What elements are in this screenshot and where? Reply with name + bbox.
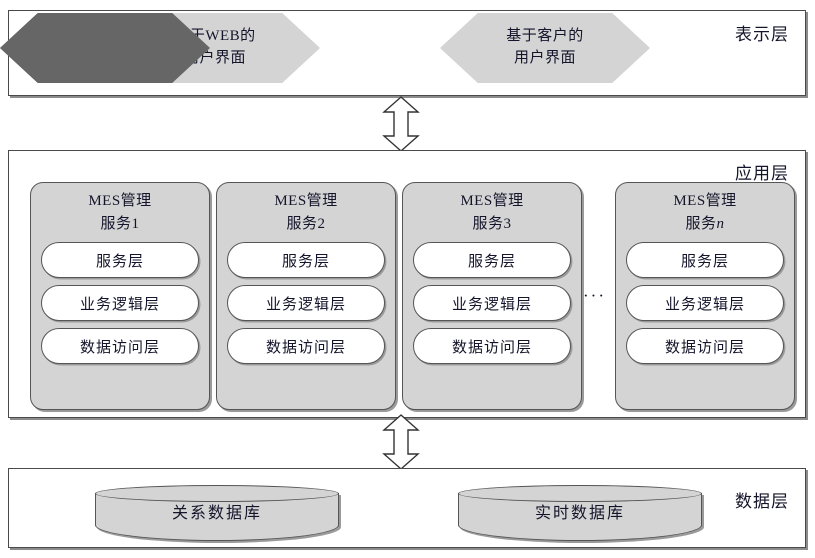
service-title-index-1: 1 <box>131 215 140 232</box>
service-card-title-1: MES管理 服务1 <box>31 190 209 235</box>
sublayer-data-access-2[interactable]: 数据访问层 <box>227 328 385 364</box>
double-arrow-svg-bottom <box>382 414 420 470</box>
service-title-index-2: 2 <box>317 215 326 232</box>
sublayer-service-n[interactable]: 服务层 <box>626 242 784 278</box>
sublayer-service-2[interactable]: 服务层 <box>227 242 385 278</box>
service-title-line1-2: MES管理 <box>274 193 338 209</box>
client-ui-line2: 用户界面 <box>513 50 576 66</box>
service-card-mes-3[interactable]: MES管理 服务3 服务层 业务逻辑层 数据访问层 <box>402 182 582 410</box>
service-title-line1-n: MES管理 <box>673 193 737 209</box>
sublayer-business-logic-1[interactable]: 业务逻辑层 <box>41 285 199 321</box>
services-ellipsis: ··· <box>583 286 606 305</box>
service-title-line1-1: MES管理 <box>88 193 152 209</box>
service-title-line2-1: 服务1 <box>31 213 209 236</box>
service-card-title-n: MES管理 服务n <box>616 190 794 235</box>
relational-db-label: 关系数据库 <box>171 505 262 522</box>
service-card-mes-2[interactable]: MES管理 服务2 服务层 业务逻辑层 数据访问层 <box>216 182 396 410</box>
sublayer-service-1[interactable]: 服务层 <box>41 242 199 278</box>
service-title-prefix-1: 服务 <box>100 215 132 232</box>
client-ui-hexagon-border <box>0 13 210 83</box>
double-arrow-svg-top <box>382 96 420 152</box>
database-cylinder-relational[interactable]: 关系数据库 <box>95 485 339 541</box>
service-card-mes-n[interactable]: MES管理 服务n 服务层 业务逻辑层 数据访问层 <box>615 182 795 410</box>
sublayer-business-logic-3[interactable]: 业务逻辑层 <box>413 285 571 321</box>
service-card-mes-1[interactable]: MES管理 服务1 服务层 业务逻辑层 数据访问层 <box>30 182 210 410</box>
service-card-title-3: MES管理 服务3 <box>403 190 581 235</box>
service-title-index-n: n <box>716 215 725 232</box>
service-title-prefix-3: 服务 <box>472 215 504 232</box>
double-headed-arrow-icon-top <box>382 96 420 152</box>
client-ui-hexagon[interactable]: 基于客户的 用户界面 <box>440 13 650 83</box>
service-title-index-3: 3 <box>503 215 512 232</box>
sublayer-business-logic-2[interactable]: 业务逻辑层 <box>227 285 385 321</box>
service-title-line2-2: 服务2 <box>217 213 395 236</box>
sublayer-data-access-n[interactable]: 数据访问层 <box>626 328 784 364</box>
realtime-db-body <box>458 493 702 541</box>
database-cylinder-realtime[interactable]: 实时数据库 <box>458 485 702 541</box>
service-title-prefix-n: 服务 <box>685 215 717 232</box>
sublayer-business-logic-n[interactable]: 业务逻辑层 <box>626 285 784 321</box>
realtime-db-label: 实时数据库 <box>534 505 625 522</box>
data-layer-label: 数据层 <box>735 492 789 511</box>
client-ui-hexagon-inner: 基于客户的 用户界面 <box>442 15 648 81</box>
application-layer-label: 应用层 <box>735 164 789 183</box>
service-title-prefix-2: 服务 <box>286 215 318 232</box>
service-title-line2-3: 服务3 <box>403 213 581 236</box>
service-card-title-2: MES管理 服务2 <box>217 190 395 235</box>
client-ui-text: 基于客户的 用户界面 <box>506 26 584 70</box>
sublayer-data-access-3[interactable]: 数据访问层 <box>413 328 571 364</box>
sublayer-service-3[interactable]: 服务层 <box>413 242 571 278</box>
client-ui-line1: 基于客户的 <box>506 28 584 45</box>
sublayer-data-access-1[interactable]: 数据访问层 <box>41 328 199 364</box>
service-title-line2-n: 服务n <box>616 213 794 236</box>
service-title-line1-3: MES管理 <box>460 193 524 209</box>
realtime-db-top-cap <box>458 485 702 502</box>
relational-db-top-cap <box>95 485 339 502</box>
presentation-layer-label: 表示层 <box>735 25 789 44</box>
double-headed-arrow-icon-bottom <box>382 414 420 470</box>
